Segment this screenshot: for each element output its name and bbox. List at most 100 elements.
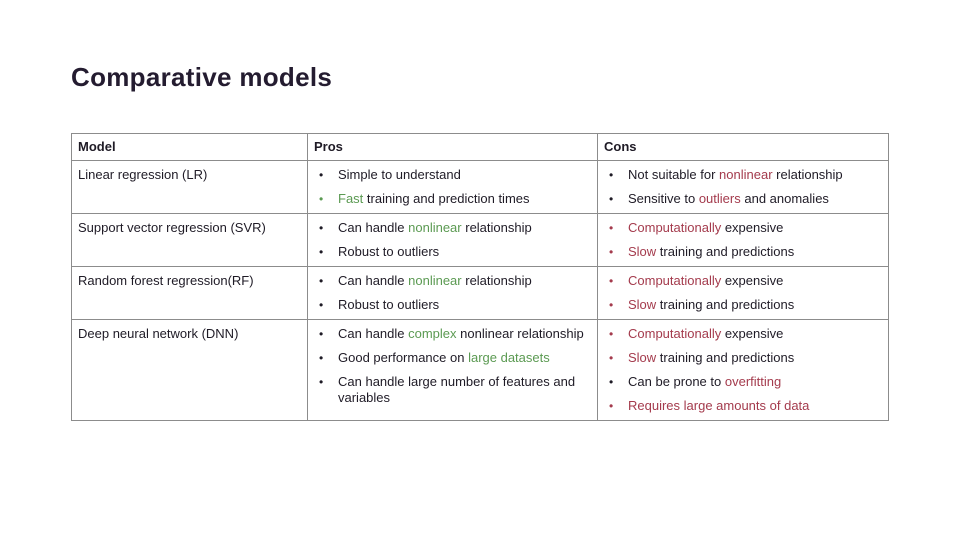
pros-cell: • Can handle nonlinear relationship • Robus… bbox=[307, 266, 598, 320]
header-row: Model Pros Cons bbox=[71, 133, 889, 161]
bullet-marker: • bbox=[319, 192, 324, 206]
bullet-marker: • bbox=[609, 327, 614, 341]
bullet-marker: • bbox=[319, 274, 324, 288]
bullet-text: Slow training and predictions bbox=[628, 244, 882, 260]
header-model: Model bbox=[71, 133, 308, 161]
text-segment: Can handle bbox=[338, 220, 409, 235]
bullet-text: Requires large amounts of data bbox=[628, 398, 882, 414]
text-segment: training and predictions bbox=[656, 297, 795, 312]
bullet-item: • Can handle complex nonlinear relationsh… bbox=[314, 326, 591, 342]
text-segment: training and prediction times bbox=[363, 191, 530, 206]
bullet-item: •Computationally expensive bbox=[604, 273, 882, 289]
table-row: Support vector regression (SVR) • Can hand… bbox=[71, 213, 889, 267]
bullet-item: • Slow training and predictions bbox=[604, 350, 882, 366]
bullet-marker: • bbox=[319, 168, 324, 182]
bullet-text: Slow training and predictions bbox=[628, 350, 882, 366]
header-cons: Cons bbox=[597, 133, 889, 161]
bullet-text: Can handle nonlinear relationship bbox=[338, 220, 591, 236]
model-cell: Random forest regression(RF) bbox=[71, 266, 308, 320]
model-cell: Linear regression (LR) bbox=[71, 160, 308, 214]
text-segment: overfitting bbox=[724, 374, 782, 389]
bullet-item: • Computationally expensive bbox=[604, 326, 882, 342]
text-segment: relationship bbox=[461, 220, 532, 235]
bullet-marker: • bbox=[609, 192, 614, 206]
cons-cell: • Computationally expensive • Slow training… bbox=[597, 319, 889, 421]
model-cell: Support vector regression (SVR) bbox=[71, 213, 308, 267]
bullet-text: Sensitive to outliers and anomalies bbox=[628, 191, 882, 207]
text-segment: large datasets bbox=[468, 350, 550, 365]
text-segment: Not suitable for bbox=[628, 167, 720, 182]
bullet-item: • Slow training and predictions bbox=[604, 244, 882, 260]
text-segment: and anomalies bbox=[740, 191, 829, 206]
text-segment: nonlinear bbox=[408, 273, 462, 288]
text-segment: Can be prone to bbox=[628, 374, 725, 389]
text-segment: Can handle bbox=[338, 326, 409, 341]
bullet-marker: • bbox=[609, 221, 614, 235]
text-segment: relationship bbox=[772, 167, 843, 182]
bullet-marker: • bbox=[609, 168, 614, 182]
bullet-text: Computationally expensive bbox=[628, 326, 882, 342]
bullet-marker: • bbox=[319, 327, 324, 341]
text-segment: Robust to outliers bbox=[338, 244, 440, 259]
text-segment: Simple to understand bbox=[338, 167, 461, 182]
bullet-text: Good performance on large datasets bbox=[338, 350, 591, 366]
pros-cell: • Can handle complex nonlinear relationsh… bbox=[307, 319, 598, 421]
text-segment: Can handle bbox=[338, 273, 409, 288]
text-segment: Requires large amounts of data bbox=[628, 398, 810, 413]
text-segment: training and predictions bbox=[656, 244, 795, 259]
cons-cell: •Computationally expensive • Slow training… bbox=[597, 266, 889, 320]
text-segment: expensive bbox=[721, 220, 784, 235]
bullet-marker: • bbox=[609, 351, 614, 365]
text-segment: training and predictions bbox=[656, 350, 795, 365]
bullet-text: Can handle nonlinear relationship bbox=[338, 273, 591, 289]
text-segment: outliers bbox=[698, 191, 741, 206]
text-segment: Can handle large number of features and … bbox=[338, 374, 576, 405]
text-segment: Slow bbox=[628, 244, 657, 259]
pros-cell: • Simple to understand • Fast training and … bbox=[307, 160, 598, 214]
bullet-text: Computationally expensive bbox=[628, 220, 882, 236]
bullet-item: • Good performance on large datasets bbox=[314, 350, 591, 366]
text-segment: relationship bbox=[461, 273, 532, 288]
bullet-text: Slow training and predictions bbox=[628, 297, 882, 313]
text-segment: Computationally bbox=[628, 220, 722, 235]
bullet-item: •Can handle large number of features and… bbox=[314, 374, 591, 406]
bullet-marker: • bbox=[319, 351, 324, 365]
bullet-item: • Can handle nonlinear relationship bbox=[314, 220, 591, 236]
cons-cell: •Not suitable for nonlinear relationship… bbox=[597, 160, 889, 214]
bullet-marker: • bbox=[609, 298, 614, 312]
bullet-text: Can be prone to overfitting bbox=[628, 374, 882, 390]
comparison-table-body: Linear regression (LR) • Simple to underst… bbox=[71, 160, 889, 421]
table-row: Random forest regression(RF) • Can handle … bbox=[71, 266, 889, 320]
table-row: Deep neural network (DNN) • Can handle com… bbox=[71, 319, 889, 421]
bullet-text: Can handle complex nonlinear relationshi… bbox=[338, 326, 591, 342]
bullet-item: •Robust to outliers bbox=[314, 244, 591, 260]
bullet-text: Fast training and prediction times bbox=[338, 191, 591, 207]
table-header: Model Pros Cons bbox=[71, 133, 889, 161]
bullet-item: • Sensitive to outliers and anomalies bbox=[604, 191, 882, 207]
bullet-item: • Simple to understand bbox=[314, 167, 591, 183]
bullet-marker: • bbox=[609, 375, 614, 389]
header-pros: Pros bbox=[307, 133, 598, 161]
bullet-marker: • bbox=[319, 298, 324, 312]
bullet-item: • Computationally expensive bbox=[604, 220, 882, 236]
bullet-marker: • bbox=[609, 245, 614, 259]
bullet-item: • Robust to outliers bbox=[314, 297, 591, 313]
bullet-marker: • bbox=[609, 399, 614, 413]
pros-cell: • Can handle nonlinear relationship •Robus… bbox=[307, 213, 598, 267]
model-cell: Deep neural network (DNN) bbox=[71, 319, 308, 421]
text-segment: Good performance on bbox=[338, 350, 469, 365]
text-segment: Fast bbox=[338, 191, 364, 206]
cons-cell: • Computationally expensive • Slow training… bbox=[597, 213, 889, 267]
table-row: Linear regression (LR) • Simple to underst… bbox=[71, 160, 889, 214]
bullet-item: •Not suitable for nonlinear relationship bbox=[604, 167, 882, 183]
text-segment: Computationally bbox=[628, 326, 722, 341]
text-segment: complex bbox=[408, 326, 457, 341]
text-segment: Slow bbox=[628, 297, 657, 312]
bullet-marker: • bbox=[319, 221, 324, 235]
bullet-text: Simple to understand bbox=[338, 167, 591, 183]
bullet-item: • Slow training and predictions bbox=[604, 297, 882, 313]
text-segment: Slow bbox=[628, 350, 657, 365]
text-segment: expensive bbox=[721, 326, 784, 341]
text-segment: Robust to outliers bbox=[338, 297, 440, 312]
